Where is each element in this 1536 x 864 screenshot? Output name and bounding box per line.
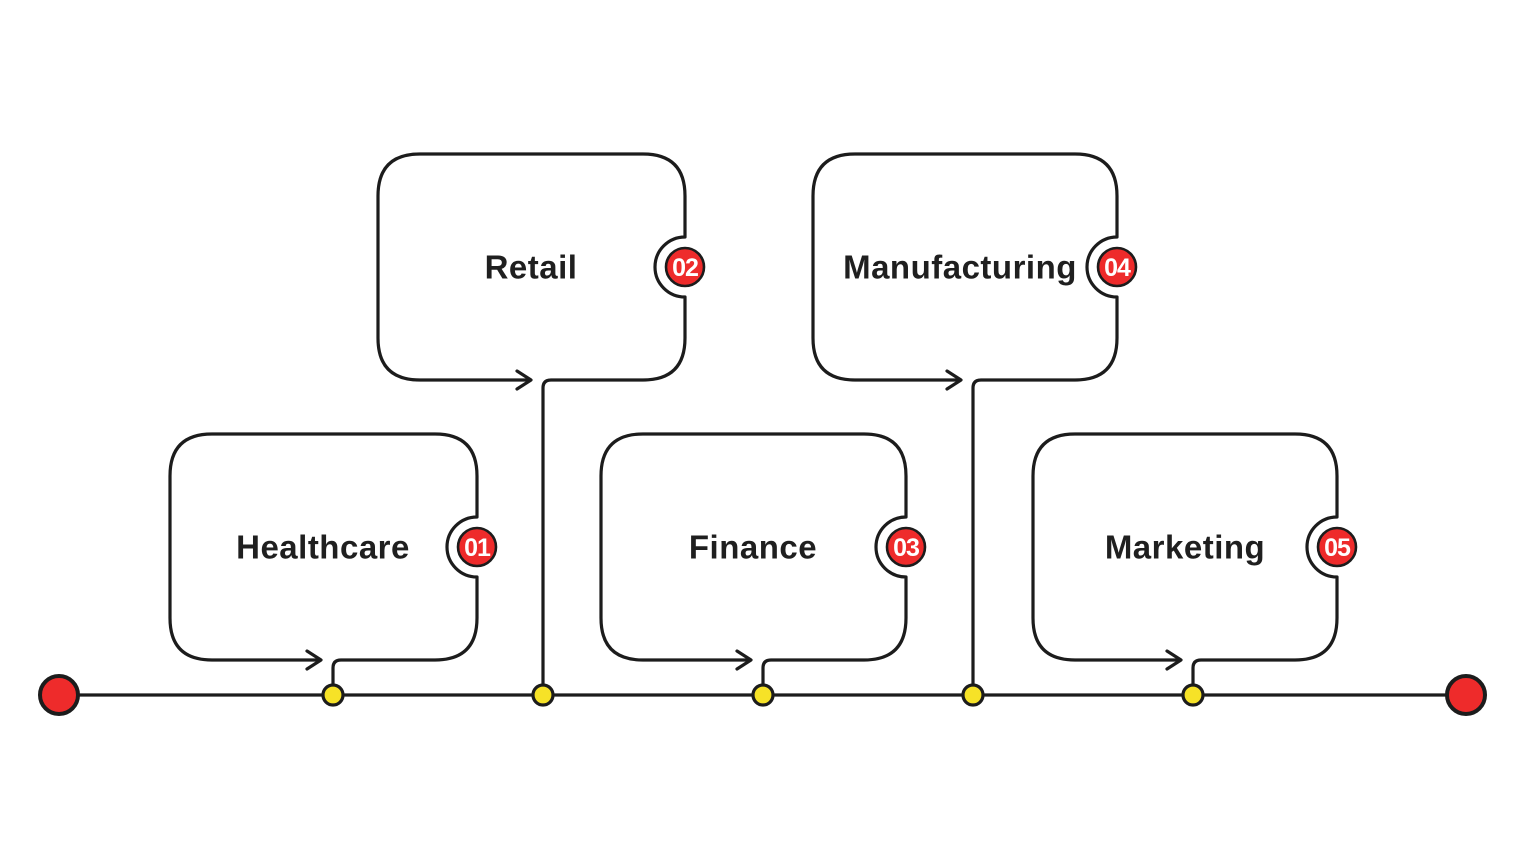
industry-step-finance: Finance 03 [599,432,927,695]
step-badge-circle [885,526,927,568]
timeline-start-dot [38,674,80,716]
step-badge: 03 [885,526,927,568]
industry-label: Finance [689,529,817,566]
step-badge-circle [664,246,706,288]
timeline-end-dot [1445,674,1487,716]
industry-box-outline [168,432,479,695]
flow-arrow-icon [945,369,963,391]
industry-box-outline [811,152,1119,695]
step-number: 02 [672,254,698,282]
industry-box-outline [1031,432,1339,695]
industry-step-healthcare: Healthcare 01 [168,432,498,695]
step-badge-circle [1096,246,1138,288]
timeline-node-dot [751,683,775,707]
industry-label: Healthcare [236,529,410,566]
step-badge: 05 [1316,526,1358,568]
step-number: 03 [893,534,919,562]
step-badge: 02 [664,246,706,288]
timeline-node-dot [1181,683,1205,707]
timeline-nodes [38,674,1487,716]
industry-step-marketing: Marketing 05 [1031,432,1358,695]
step-number: 01 [464,534,491,562]
timeline-node-dot [961,683,985,707]
industry-label: Retail [485,249,578,286]
step-badge: 04 [1096,246,1138,288]
step-number: 05 [1324,534,1351,562]
industry-step-retail: Retail 02 [376,152,706,695]
industry-box-outline [599,432,908,695]
flow-arrow-icon [1165,649,1183,671]
flow-arrow-icon [305,649,323,671]
industry-label: Manufacturing [843,249,1077,286]
timeline-node-dot [321,683,345,707]
timeline-node-dot [531,683,555,707]
step-number: 04 [1104,254,1131,282]
flow-arrow-icon [515,369,533,391]
industry-step-manufacturing: Manufacturing 04 [811,152,1138,695]
step-badge-circle [456,526,498,568]
step-badge: 01 [456,526,498,568]
step-badge-circle [1316,526,1358,568]
flow-arrow-icon [735,649,753,671]
industry-label: Marketing [1105,529,1265,566]
industry-box-outline [376,152,687,695]
